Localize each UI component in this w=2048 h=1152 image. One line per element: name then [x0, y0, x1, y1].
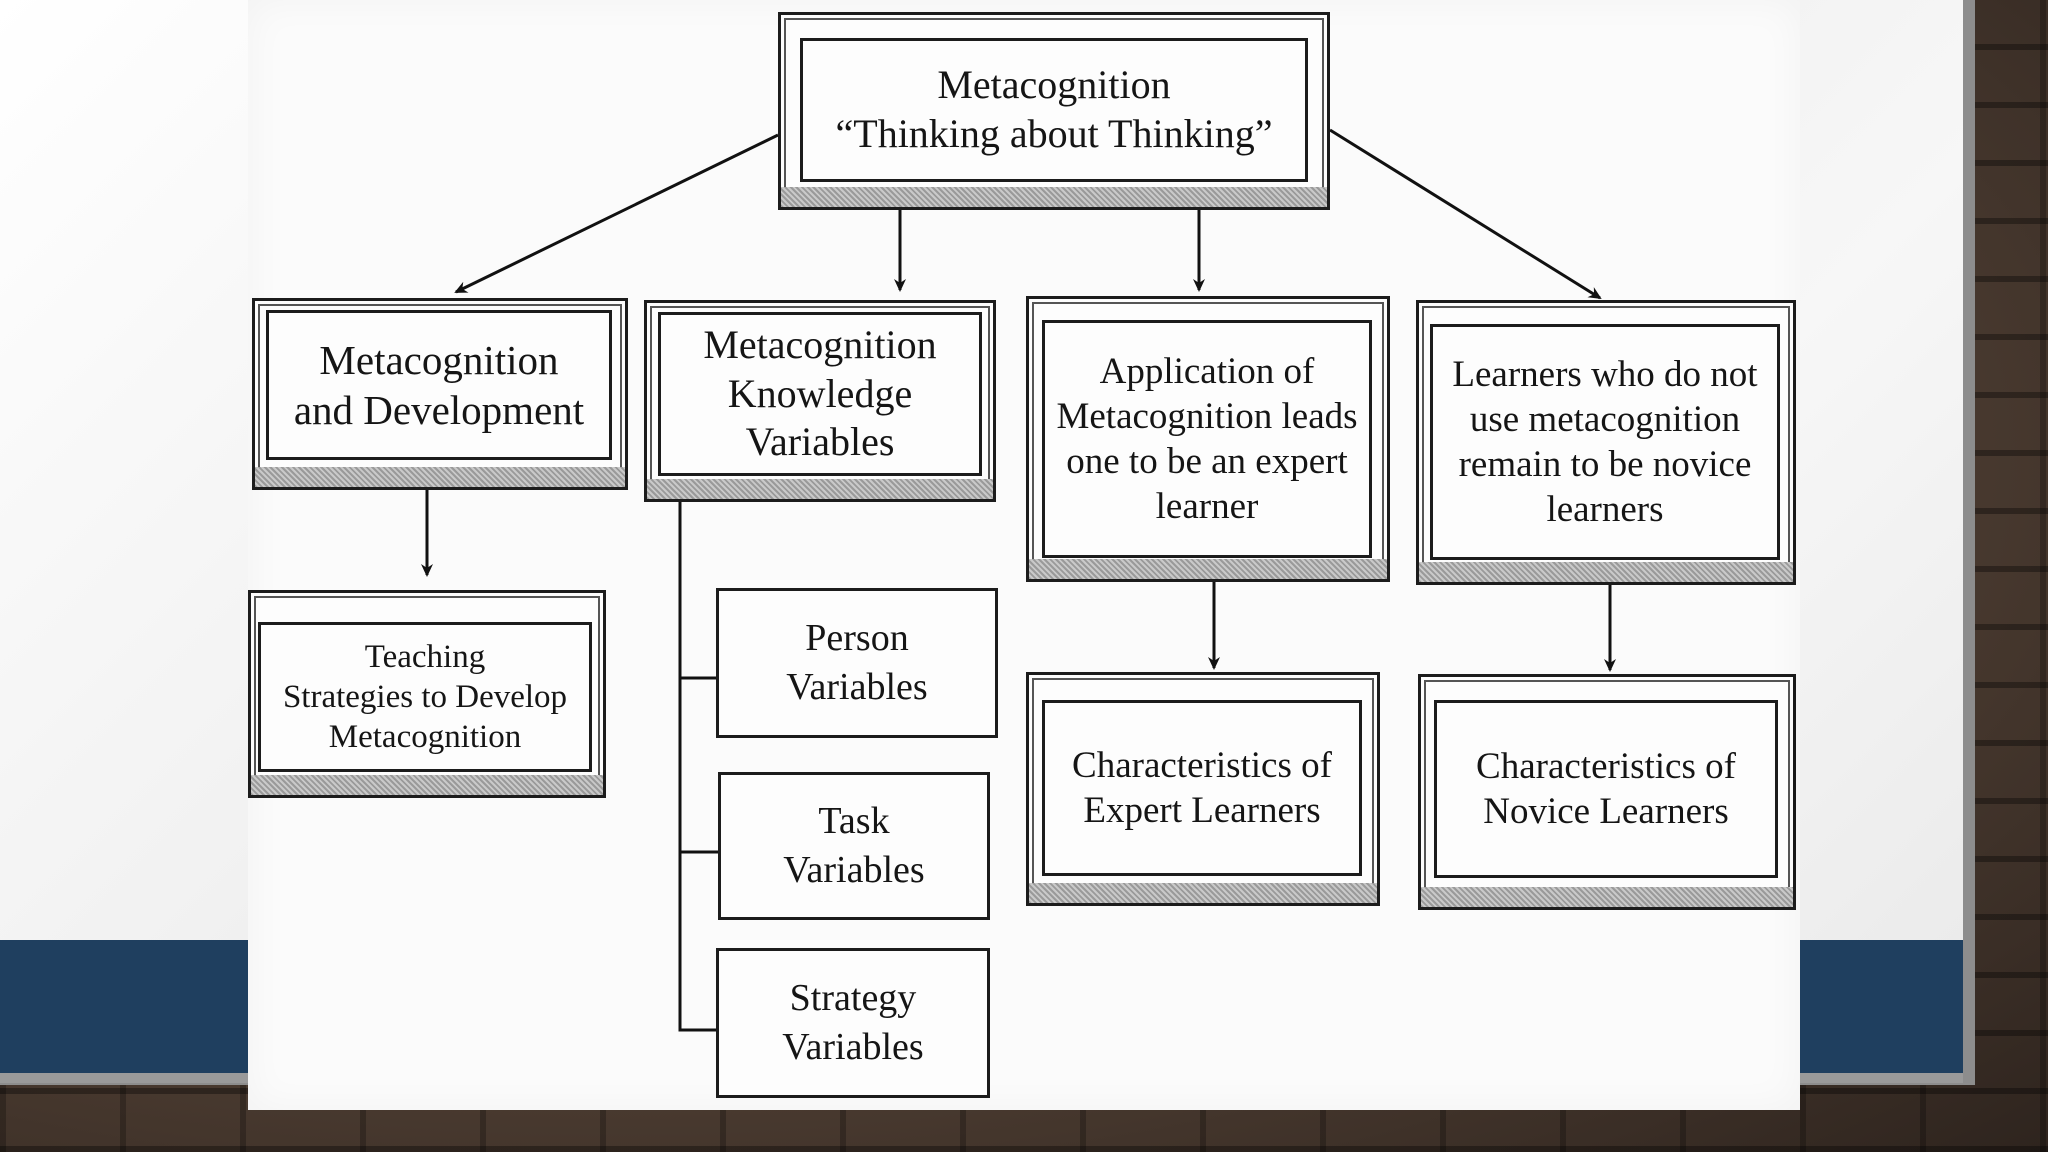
bracket-knowledge-variables: [678, 502, 718, 1032]
person-variables-label: Person Variables: [786, 617, 928, 708]
knowledge-label: Metacognition Knowledge Variables: [703, 321, 937, 465]
novice-label: Characteristics of Novice Learners: [1476, 745, 1736, 832]
development-inner: Metacognition and Development: [266, 310, 612, 460]
person-variables-box: Person Variables: [716, 588, 998, 738]
application-inner: Application of Metacognition leads one t…: [1042, 320, 1372, 558]
connector-lines: [421, 128, 1616, 1032]
arrow-root-to-development: [454, 133, 779, 294]
diagram-scan: Metacognition “Thinking about Thinking” …: [248, 0, 1800, 1110]
root-inner: Metacognition “Thinking about Thinking”: [800, 38, 1308, 182]
task-variables-box: Task Variables: [718, 772, 990, 920]
arrow-root-to-nonusers: [1329, 128, 1602, 300]
nonusers-inner: Learners who do not use metacognition re…: [1430, 324, 1780, 560]
application-label: Application of Metacognition leads one t…: [1056, 350, 1358, 528]
root-title: Metacognition: [937, 62, 1171, 108]
nonusers-label: Learners who do not use metacognition re…: [1452, 353, 1758, 531]
teaching-inner: Teaching Strategies to Develop Metacogni…: [258, 622, 592, 772]
knowledge-inner: Metacognition Knowledge Variables: [658, 312, 982, 476]
strategy-variables-label: Strategy Variables: [782, 977, 924, 1068]
task-variables-label: Task Variables: [783, 800, 925, 891]
root-subtitle: “Thinking about Thinking”: [835, 111, 1273, 156]
novice-inner: Characteristics of Novice Learners: [1434, 700, 1778, 878]
teaching-label: Teaching Strategies to Develop Metacogni…: [282, 638, 568, 756]
expert-inner: Characteristics of Expert Learners: [1042, 700, 1362, 876]
strategy-variables-box: Strategy Variables: [716, 948, 990, 1098]
expert-label: Characteristics of Expert Learners: [1072, 744, 1332, 831]
development-label: Metacognition and Development: [293, 336, 585, 433]
